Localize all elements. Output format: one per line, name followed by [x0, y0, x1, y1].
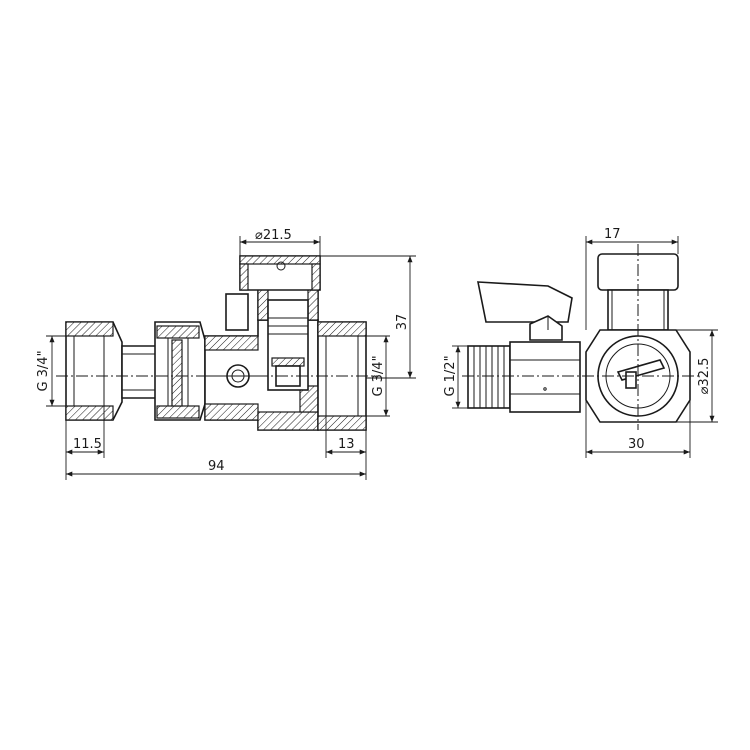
side-handle [225, 293, 249, 331]
side-view: 17 G 1/2" ⌀32.5 30 [443, 227, 718, 458]
hex-body [509, 341, 581, 413]
dim-height: 37 [320, 255, 416, 379]
union-nut [154, 321, 206, 421]
dim-top-diameter: ⌀21.5 [239, 228, 321, 256]
dim-label-right-depth: 13 [338, 437, 355, 452]
dim-label-top-width: 17 [604, 227, 621, 242]
dim-top-width: 17 [585, 227, 679, 330]
section-view: ⌀21.5 37 G 3/4" G 3/4" 11.5 [36, 228, 416, 480]
dim-label-left-depth: 11.5 [73, 437, 102, 452]
dim-label-height: 37 [395, 314, 410, 331]
dim-label-side-thread: G 1/2" [443, 355, 458, 396]
dim-side-diameter: ⌀32.5 [676, 329, 718, 423]
dim-left-thread: G 3/4" [36, 335, 66, 407]
dim-right-depth: 13 [325, 416, 367, 480]
threaded-nipple [467, 345, 511, 409]
dim-label-length: 94 [208, 459, 225, 474]
valve-cap [239, 255, 321, 291]
dim-label-top-diameter: ⌀21.5 [255, 228, 292, 243]
dim-side-thread: G 1/2" [443, 345, 468, 409]
dim-label-side-width: 30 [628, 437, 645, 452]
dim-right-thread: G 3/4" [366, 335, 390, 417]
dim-label-side-diameter: ⌀32.5 [697, 358, 712, 395]
lever-handle [477, 281, 573, 341]
dim-length: 94 [66, 459, 366, 477]
dim-label-left-thread: G 3/4" [36, 350, 51, 391]
dim-left-depth: 11.5 [65, 406, 105, 480]
dim-side-width: 30 [585, 400, 691, 458]
dim-label-right-thread: G 3/4" [371, 355, 386, 396]
left-nut [65, 321, 123, 421]
valve-body [204, 319, 319, 431]
